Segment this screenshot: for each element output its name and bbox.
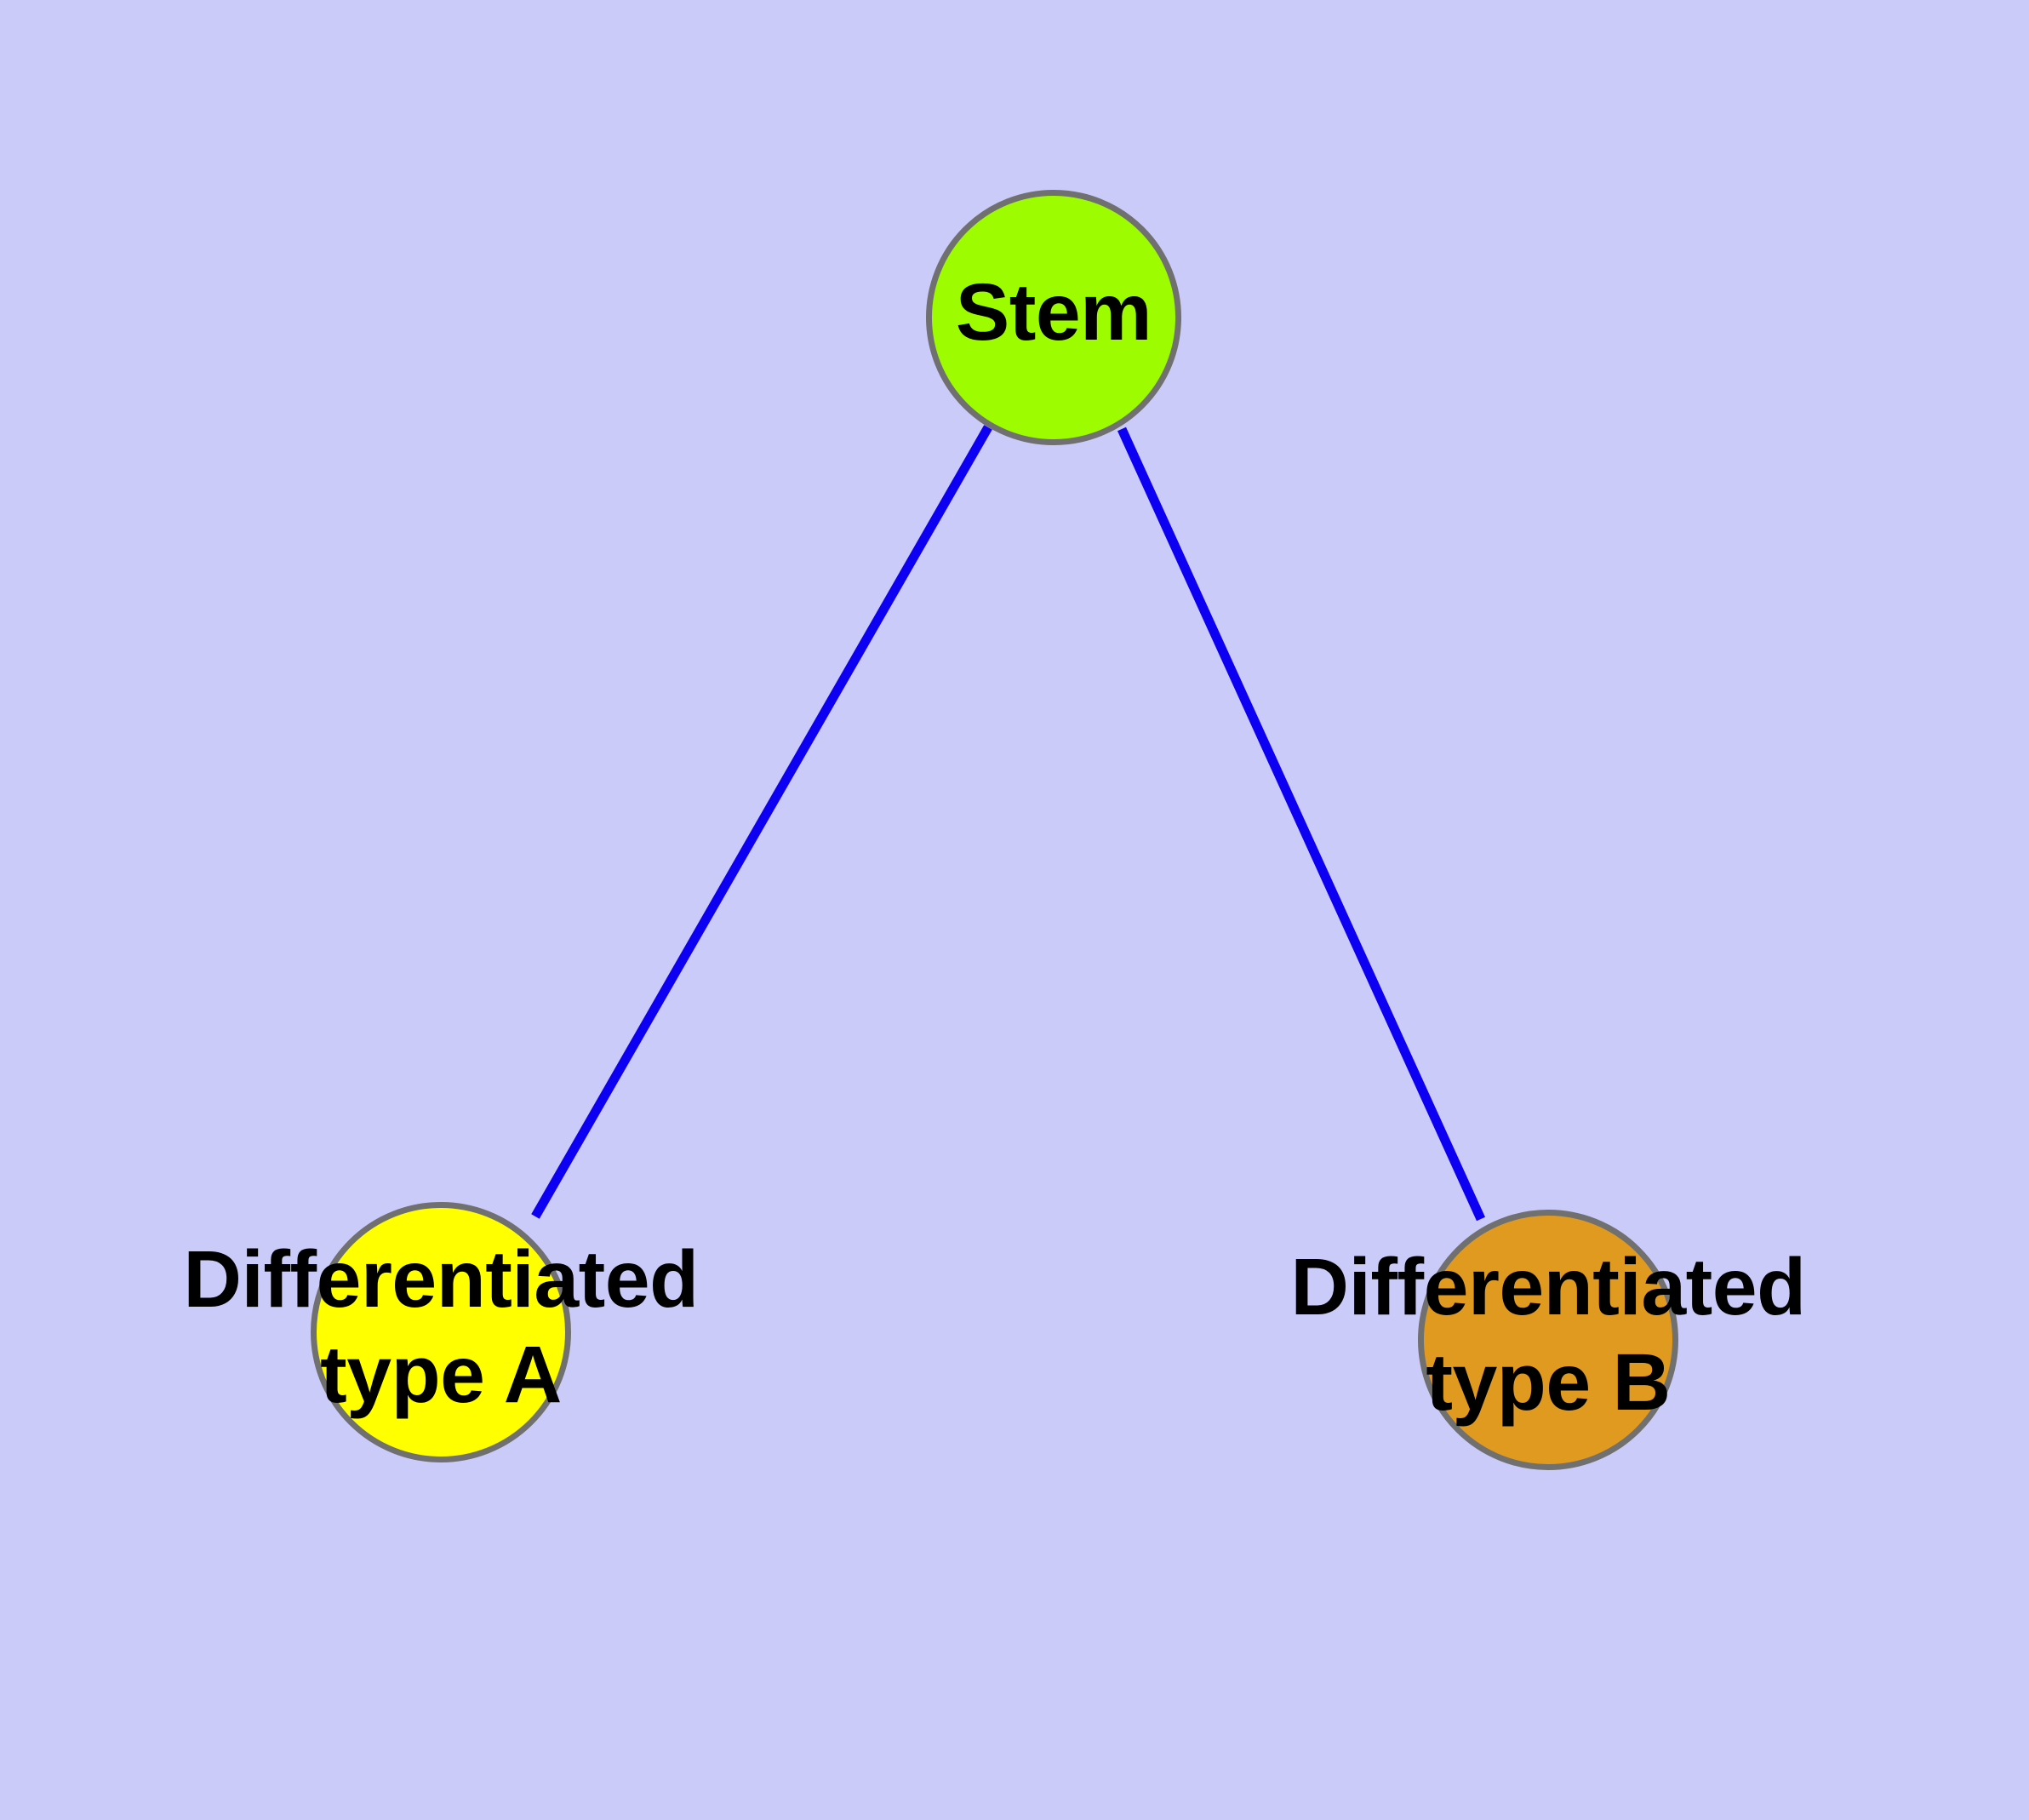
node-diff-type-b[interactable] — [1418, 1210, 1678, 1470]
node-diff-type-a[interactable] — [311, 1202, 571, 1462]
edge-stem-to-a[interactable] — [531, 425, 992, 1219]
edge-layer — [531, 425, 1486, 1222]
node-stem[interactable] — [926, 190, 1181, 445]
node-layer — [311, 190, 1678, 1470]
edge-stem-to-b[interactable] — [1117, 426, 1486, 1222]
